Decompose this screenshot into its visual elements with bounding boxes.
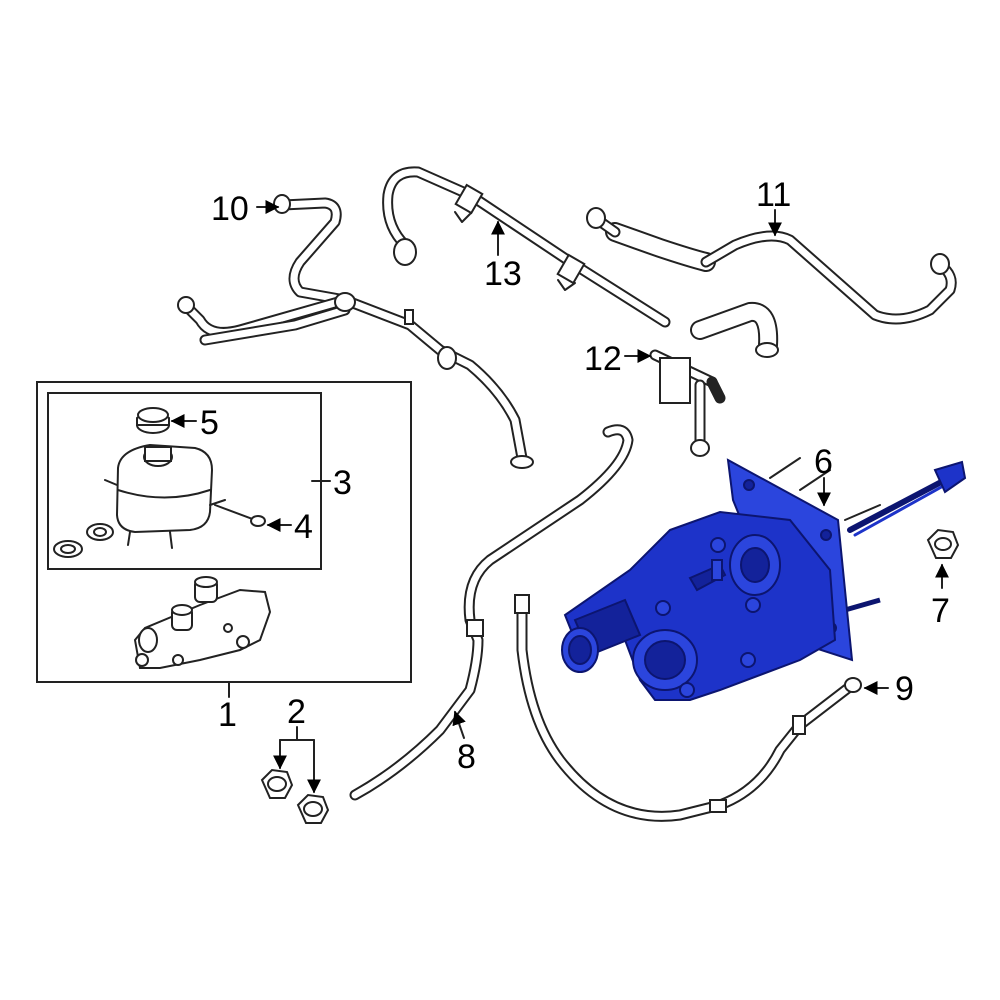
callout-12: 12 xyxy=(584,340,622,378)
callout-7: 7 xyxy=(931,592,950,630)
callouts: 1 2 3 4 5 6 7 8 9 10 11 12 13 xyxy=(200,176,950,776)
callout-4: 4 xyxy=(294,508,313,546)
leader-lines xyxy=(170,200,949,794)
callout-6: 6 xyxy=(814,443,833,481)
callout-1: 1 xyxy=(218,696,237,734)
callout-10: 10 xyxy=(211,190,249,228)
callout-2: 2 xyxy=(287,693,306,731)
callout-13: 13 xyxy=(484,255,522,293)
grommets xyxy=(53,523,114,558)
callout-3: 3 xyxy=(333,464,352,502)
nuts-part-2 xyxy=(260,768,330,824)
nut-part-7 xyxy=(926,528,960,559)
callout-5: 5 xyxy=(200,404,219,442)
callout-8: 8 xyxy=(457,738,476,776)
vacuum-hose-part-10 xyxy=(177,194,534,469)
vacuum-line-part-8 xyxy=(349,424,634,801)
callout-11: 11 xyxy=(756,176,791,214)
level-sensor-part-4 xyxy=(214,504,266,527)
master-cylinder xyxy=(133,576,272,669)
reservoir-cap-part-5 xyxy=(136,407,170,434)
hose-part-11 xyxy=(586,207,957,325)
fluid-reservoir xyxy=(104,443,226,549)
brake-booster-part-6 xyxy=(561,457,967,701)
callout-9: 9 xyxy=(895,670,914,708)
master-cylinder-frame-part-1 xyxy=(36,381,412,683)
vacuum-line-part-9 xyxy=(514,594,862,822)
check-valve-part-12 xyxy=(649,301,779,457)
vacuum-line-part-13 xyxy=(382,166,671,328)
